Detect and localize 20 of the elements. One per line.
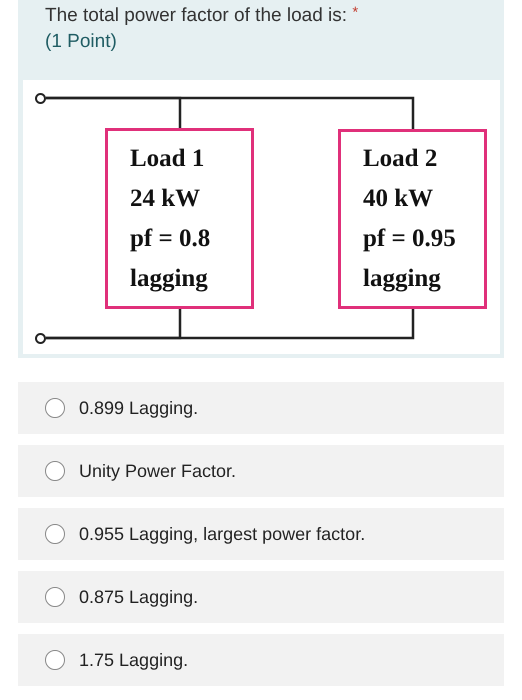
load-text: Load 2 (363, 144, 438, 174)
load-box (105, 128, 254, 309)
option-text: 0.875 Lagging. (79, 586, 198, 609)
load-text: pf = 0.95 (363, 224, 457, 254)
load-text: pf = 0.8 (130, 224, 212, 254)
load-box (338, 129, 487, 309)
wire (46, 309, 414, 340)
load-text: lagging (363, 264, 442, 294)
wire (46, 96, 414, 129)
option-text: 1.75 Lagging. (79, 648, 188, 672)
points-text: (1 Point) (45, 30, 117, 54)
question-text: The total power factor of the load is: (45, 5, 348, 26)
option-text: 0.955 Lagging, largest power factor. (79, 522, 366, 546)
load-text: Load 1 (130, 144, 206, 174)
load-text: lagging (130, 264, 209, 294)
load-text: 40 kW (363, 184, 434, 214)
load-text: 24 kW (130, 184, 202, 214)
option-text: Unity Power Factor. (79, 460, 236, 483)
required-asterisk: * (352, 4, 358, 21)
option-text: 0.899 Lagging. (79, 396, 198, 420)
